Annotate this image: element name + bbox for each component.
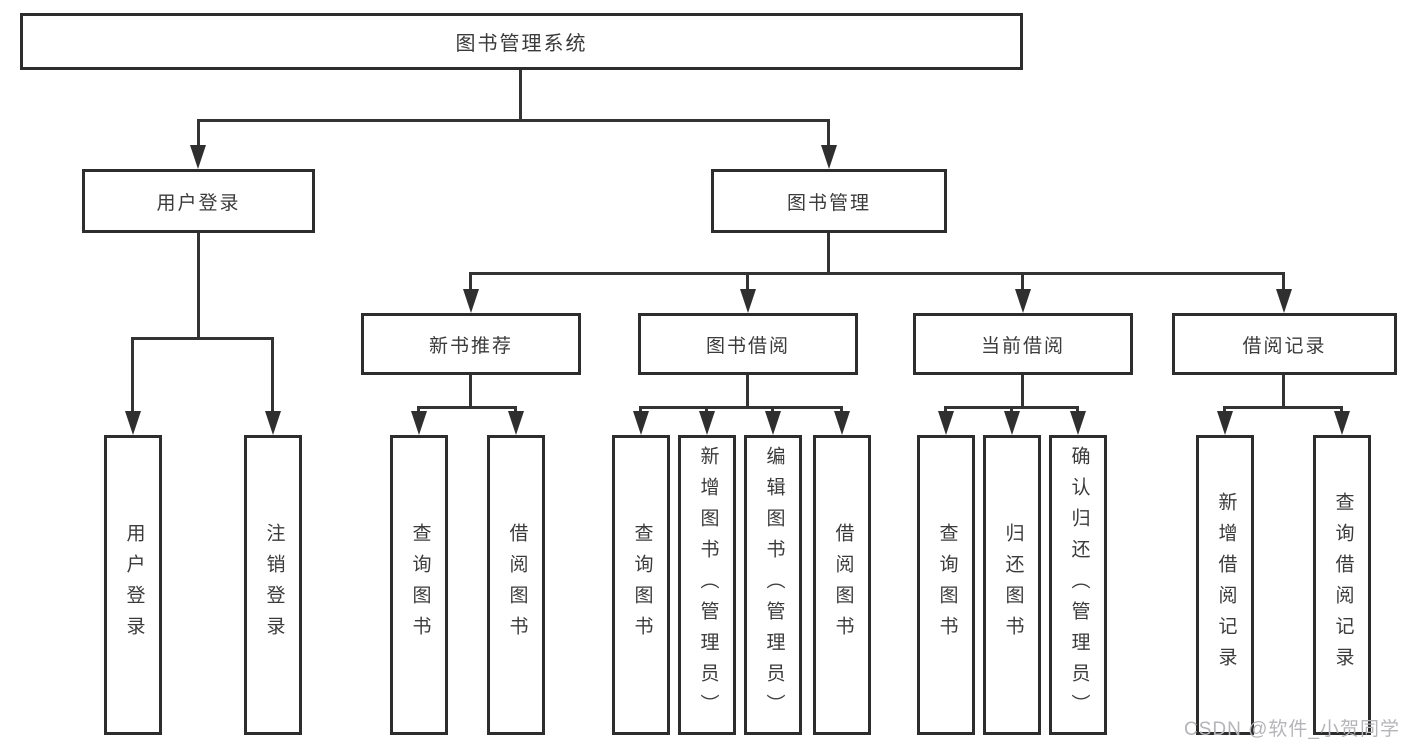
connector-drop-leaf [840, 406, 843, 414]
leaf-edit-books-admin: 编辑图书（管理员） [744, 435, 802, 735]
connector-new-book-stem [469, 375, 472, 406]
connector-drop-book-management [827, 119, 830, 149]
connector-drop-leaf [1340, 406, 1343, 414]
leaf-query-books-borrow: 查询图书 [612, 435, 670, 735]
leaf-label: 查询图书 [631, 523, 653, 647]
connector-drop-leaf [771, 406, 774, 414]
leaf-label: 确认归还（管理员） [1068, 445, 1090, 725]
node-borrow-records: 借阅记录 [1172, 313, 1397, 375]
connector-drop-leaf [417, 406, 420, 414]
node-book-management-label: 图书管理 [786, 192, 871, 214]
arrowhead-leaf [411, 411, 427, 435]
leaf-label: 编辑图书（管理员） [763, 445, 785, 725]
leaf-label: 借阅图书 [832, 523, 854, 647]
connector-drop-new-book [469, 272, 472, 291]
leaf-label: 归还图书 [1002, 523, 1024, 647]
leaf-return-books: 归还图书 [983, 435, 1041, 735]
node-current-borrow-label: 当前借阅 [980, 335, 1065, 357]
node-user-login: 用户登录 [82, 169, 315, 233]
node-new-book-recommend-label: 新书推荐 [428, 335, 513, 357]
node-new-book-recommend: 新书推荐 [361, 313, 581, 375]
connector-drop-leaf [705, 406, 708, 414]
connector-root-stem [519, 70, 522, 119]
arrowhead-new-book [463, 289, 479, 313]
leaf-label: 新增图书（管理员） [697, 445, 719, 725]
leaf-add-borrow-record: 新增借阅记录 [1196, 435, 1254, 735]
leaf-logout-login: 注销登录 [244, 435, 302, 735]
connector-drop-current-borrow [1021, 272, 1024, 291]
node-book-borrow-label: 图书借阅 [705, 335, 790, 357]
arrowhead-leaf [834, 411, 850, 435]
leaf-label: 新增借阅记录 [1215, 492, 1237, 678]
connector-drop-leaf [1010, 406, 1013, 414]
connector-borrow-records-hline [1223, 406, 1343, 409]
leaf-add-books-admin: 新增图书（管理员） [678, 435, 736, 735]
arrowhead-user-login [190, 145, 206, 169]
leaf-label: 借阅图书 [506, 523, 528, 647]
connector-drop-leaf [514, 406, 517, 414]
arrowhead-leaf-logout [265, 411, 281, 435]
arrowhead-leaf [1334, 411, 1350, 435]
connector-book-management-stem [827, 233, 830, 272]
connector-user-login-hline [131, 337, 274, 340]
connector-drop-leaf-user-login [131, 337, 134, 413]
connector-drop-borrow-records [1282, 272, 1285, 291]
arrowhead-book-management [821, 145, 837, 169]
leaf-label: 注销登录 [263, 523, 285, 647]
node-book-management: 图书管理 [711, 169, 947, 233]
connector-drop-leaf-logout [271, 337, 274, 413]
arrowhead-leaf [765, 411, 781, 435]
connector-book-borrow-stem [746, 375, 749, 406]
leaf-user-login: 用户登录 [104, 435, 162, 735]
arrowhead-book-borrow [740, 289, 756, 313]
arrowhead-leaf [633, 411, 649, 435]
connector-current-borrow-stem [1021, 375, 1024, 406]
arrowhead-leaf [1217, 411, 1233, 435]
node-root-label: 图书管理系统 [455, 33, 588, 55]
leaf-label: 用户登录 [123, 523, 145, 647]
node-current-borrow: 当前借阅 [913, 313, 1133, 375]
connector-drop-user-login [197, 119, 200, 149]
arrowhead-leaf [938, 411, 954, 435]
connector-drop-book-borrow [746, 272, 749, 291]
arrowhead-leaf [1070, 411, 1086, 435]
leaf-borrow-books: 借阅图书 [813, 435, 871, 735]
leaf-borrow-books-recommend: 借阅图书 [487, 435, 545, 735]
arrowhead-leaf [508, 411, 524, 435]
node-borrow-records-label: 借阅记录 [1242, 335, 1327, 357]
connector-drop-leaf [1223, 406, 1226, 414]
connector-new-book-hline [417, 406, 517, 409]
leaf-query-books-recommend: 查询图书 [390, 435, 448, 735]
node-book-borrow: 图书借阅 [638, 313, 858, 375]
arrowhead-current-borrow [1015, 289, 1031, 313]
connector-user-login-stem [197, 233, 200, 337]
connector-level2-hline [197, 119, 830, 122]
leaf-query-books-current: 查询图书 [917, 435, 975, 735]
watermark: CSDN @软件_小贺同学 [1184, 719, 1400, 740]
arrowhead-leaf [1004, 411, 1020, 435]
leaf-label: 查询图书 [409, 523, 431, 647]
leaf-confirm-return-admin: 确认归还（管理员） [1049, 435, 1107, 735]
connector-book-borrow-hline [639, 406, 843, 409]
leaf-label: 查询图书 [936, 523, 958, 647]
arrowhead-borrow-records [1276, 289, 1292, 313]
leaf-query-borrow-record: 查询借阅记录 [1313, 435, 1371, 735]
node-user-login-label: 用户登录 [156, 192, 241, 214]
connector-drop-leaf [1076, 406, 1079, 414]
node-root: 图书管理系统 [20, 13, 1023, 70]
arrowhead-leaf [699, 411, 715, 435]
connector-borrow-records-stem [1282, 375, 1285, 406]
arrowhead-leaf-user-login [125, 411, 141, 435]
connector-level3-hline [469, 272, 1285, 275]
leaf-label: 查询借阅记录 [1332, 492, 1354, 678]
connector-drop-leaf [944, 406, 947, 414]
connector-drop-leaf [639, 406, 642, 414]
